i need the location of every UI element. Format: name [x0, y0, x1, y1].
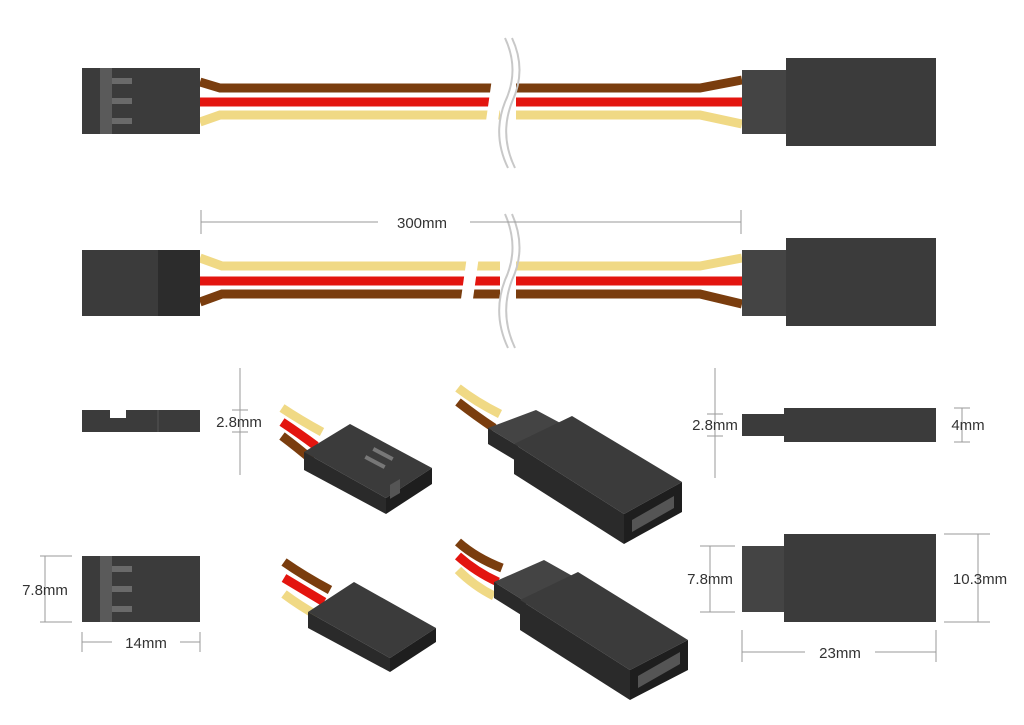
mid-female-connector: [786, 238, 936, 326]
male-height-label: 7.8mm: [22, 582, 68, 599]
top-male-connector-slot: [100, 68, 112, 134]
mid-female-neck: [742, 250, 786, 316]
female-profile-view: 2.8mm 4mm: [692, 368, 985, 478]
top-yellow-wire-left: [198, 110, 500, 127]
mid-yellow-wire-left: [198, 253, 500, 271]
male-profile-view: 2.8mm: [82, 368, 262, 475]
top-male-connector: [82, 68, 200, 134]
mid-brown-wire-left: [198, 289, 500, 307]
length-dimension: 300mm: [200, 210, 742, 234]
top-male-pin-1: [112, 78, 132, 84]
top-male-pin-3: [112, 118, 132, 124]
mid-break-gap: [460, 254, 480, 304]
male-front-view: 7.8mm 14mm: [22, 555, 201, 652]
female-3d-upper: [455, 384, 682, 544]
male-profile-notch: [110, 410, 126, 418]
female-thin-label: 2.8mm: [692, 417, 738, 434]
top-brown-wire-right: [516, 75, 743, 93]
female-3d-lower: [454, 538, 688, 700]
male-3d-lower: [281, 558, 436, 672]
male-profile-body: [82, 410, 200, 432]
top-female-neck: [742, 70, 786, 134]
mid-break-line-1: [498, 213, 514, 349]
female-3d-upper-top: [514, 416, 682, 514]
mid-brown-wire-right: [516, 289, 744, 309]
male-3d-lower-top: [308, 582, 436, 658]
female-front-body: [784, 534, 936, 622]
female-profile-neck: [742, 414, 784, 436]
female-3d-lower-top: [520, 572, 688, 670]
top-break-line-2: [505, 37, 521, 169]
mid-male-connector-body: [82, 250, 158, 316]
mid-break-line-2: [505, 213, 521, 349]
top-brown-wire-left: [198, 77, 500, 93]
length-dimension-label: 300mm: [397, 215, 447, 232]
female-length-label: 23mm: [819, 645, 861, 662]
female-front-neck: [742, 546, 784, 612]
male-front-body: [82, 556, 200, 622]
top-cable: [82, 37, 936, 169]
female-thick-label: 4mm: [951, 417, 984, 434]
second-cable: [82, 213, 936, 349]
top-female-connector: [786, 58, 936, 146]
male-front-slot: [100, 556, 112, 622]
top-break-line-1: [498, 37, 514, 169]
mid-male-connector-back: [158, 250, 200, 316]
male-length-label: 14mm: [125, 635, 167, 652]
male-3d-upper: [279, 404, 432, 514]
male-thickness-label: 2.8mm: [216, 414, 262, 431]
female-profile-body: [784, 408, 936, 442]
female-front-view: 7.8mm 10.3mm 23mm: [687, 533, 1007, 662]
mid-yellow-wire-right: [516, 253, 743, 271]
top-break-gap: [485, 75, 505, 123]
female-height-small-label: 7.8mm: [687, 571, 733, 588]
top-male-pin-2: [112, 98, 132, 104]
female-height-large-label: 10.3mm: [953, 571, 1007, 588]
top-yellow-wire-right: [516, 110, 743, 129]
